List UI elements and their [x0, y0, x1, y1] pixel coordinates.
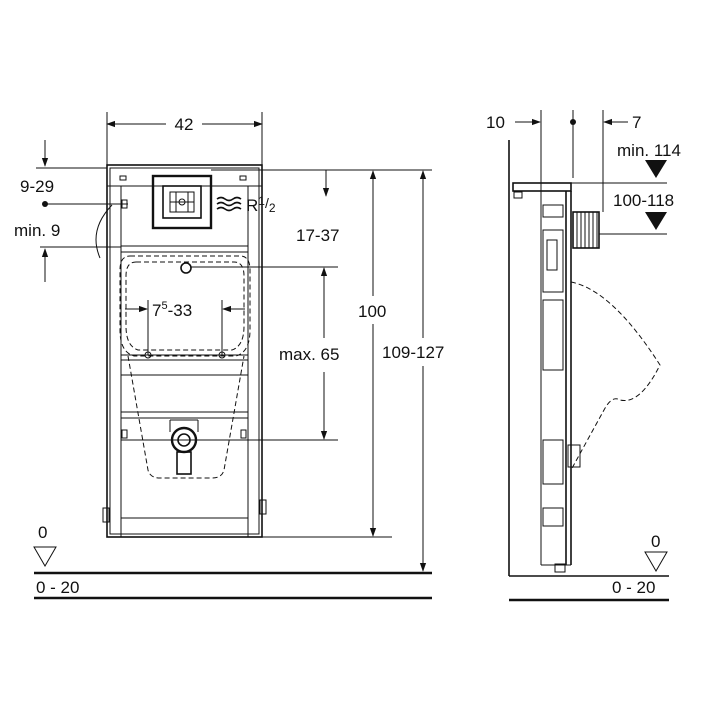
total-height-label: 109-127 [382, 343, 444, 362]
supply-pipe-hatch [572, 211, 600, 249]
min-side-label: min. 9 [14, 221, 60, 240]
drain-fitting [169, 419, 199, 475]
offset-top-label: 9-29 [20, 177, 54, 196]
front-floor-range-label: 0 - 20 [36, 578, 79, 597]
front-floor: 0 0 - 20 [33, 523, 432, 600]
height-range-label: 100-118 [613, 191, 674, 210]
side-floor: 0 0 - 20 [612, 532, 668, 597]
min-height-label: min. 114 [617, 141, 681, 160]
side-floor-zero-label: 0 [651, 532, 660, 551]
front-frame [102, 164, 267, 538]
wall-offset-label: 10 [486, 113, 505, 132]
frame-height-label: 100 [358, 302, 386, 321]
side-floor-range-label: 0 - 20 [612, 578, 655, 597]
width-label: 42 [175, 115, 194, 134]
side-frame [512, 182, 581, 573]
inner-width-label: 75-33 [152, 300, 192, 320]
front-view: 42 9-29 min. 9 R1/2 17-37 75-33 max. [14, 112, 444, 600]
depth-label: 7 [632, 113, 641, 132]
supply-offset-label: 17-37 [296, 226, 339, 245]
urinal-outline-side [570, 281, 661, 471]
urinal-outline-front [119, 255, 251, 479]
side-view: 10 7 min. 114 100-118 0 0 - 20 [486, 110, 681, 602]
max-height-label: max. 65 [279, 345, 339, 364]
water-supply-box [151, 174, 213, 230]
front-floor-zero-label: 0 [38, 523, 47, 542]
water-symbol-icon [216, 196, 242, 212]
thread-label: R1/2 [246, 194, 276, 215]
